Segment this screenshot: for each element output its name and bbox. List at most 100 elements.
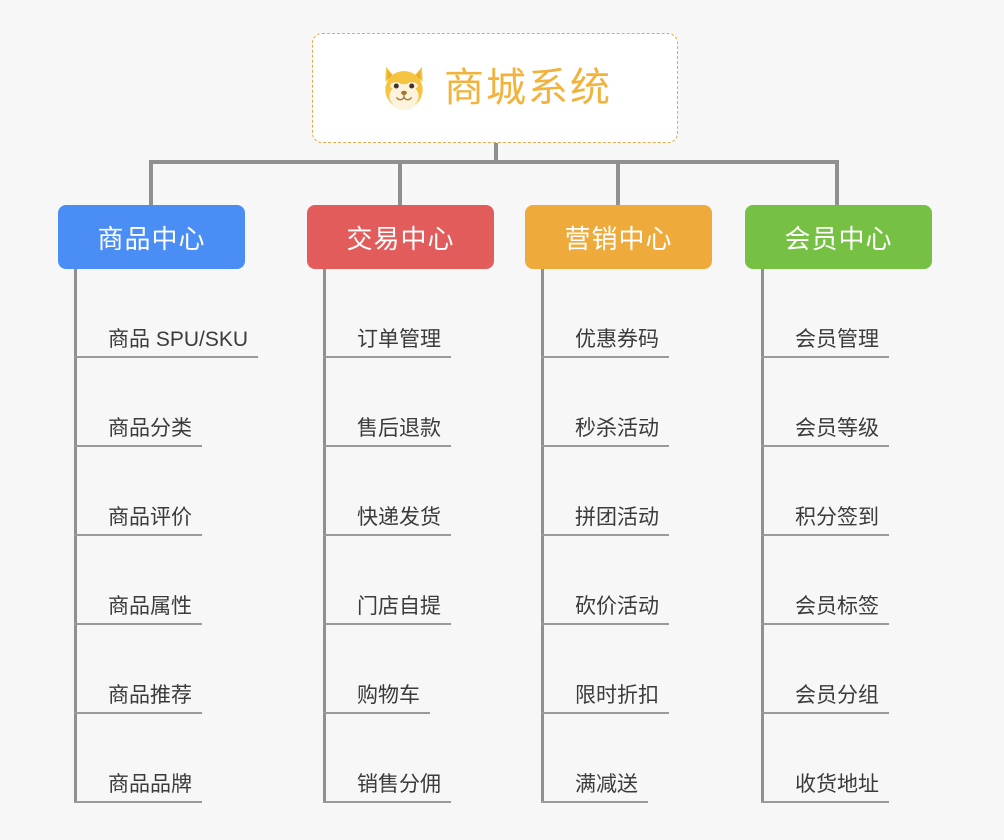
leaf-label: 销售分佣: [357, 773, 441, 796]
leaf-underline: [323, 445, 451, 447]
leaf-item[interactable]: 会员等级: [761, 358, 985, 447]
connector-horizontal-bus: [149, 160, 839, 164]
leaf-underline: [74, 356, 258, 358]
leaf-label: 秒杀活动: [575, 417, 659, 440]
leaf-underline: [541, 534, 669, 536]
leaf-item[interactable]: 满减送: [541, 714, 765, 803]
leaf-item[interactable]: 会员管理: [761, 269, 985, 358]
leaf-underline: [761, 445, 889, 447]
leaf-item[interactable]: 商品推荐: [74, 625, 318, 714]
leaf-item[interactable]: 商品品牌: [74, 714, 318, 803]
category-header-member[interactable]: 会员中心: [745, 205, 932, 269]
leaf-item[interactable]: 优惠券码: [541, 269, 765, 358]
leaf-rail: [323, 269, 326, 803]
leaf-item[interactable]: 快递发货: [323, 447, 547, 536]
category-label: 交易中心: [346, 223, 455, 254]
category-header-product[interactable]: 商品中心: [58, 205, 245, 269]
leaf-underline: [761, 534, 889, 536]
leaf-label: 收货地址: [795, 773, 879, 796]
leaf-label: 门店自提: [357, 595, 441, 618]
leaf-item[interactable]: 售后退款: [323, 358, 547, 447]
dog-face-icon: [378, 62, 430, 114]
leaf-item[interactable]: 商品属性: [74, 536, 318, 625]
connector-branch-1: [149, 160, 153, 206]
leaf-list-marketing: 优惠券码 秒杀活动 拼团活动 砍价活动 限时折扣 满减送: [541, 269, 765, 803]
connector-branch-3: [616, 160, 620, 206]
leaf-label: 售后退款: [357, 417, 441, 440]
leaf-underline: [74, 445, 202, 447]
leaf-rail: [541, 269, 544, 803]
leaf-item[interactable]: 商品评价: [74, 447, 318, 536]
leaf-item[interactable]: 会员分组: [761, 625, 985, 714]
leaf-label: 商品推荐: [108, 684, 192, 707]
branch-column-product: 商品中心 商品 SPU/SKU 商品分类 商品评价 商品属性 商品推荐: [58, 205, 318, 803]
leaf-label: 订单管理: [357, 328, 441, 351]
leaf-rail: [74, 269, 77, 803]
leaf-item[interactable]: 拼团活动: [541, 447, 765, 536]
leaf-underline: [761, 801, 889, 803]
leaf-underline: [74, 534, 202, 536]
leaf-list-product: 商品 SPU/SKU 商品分类 商品评价 商品属性 商品推荐 商品品牌: [74, 269, 318, 803]
leaf-underline: [541, 356, 669, 358]
leaf-underline: [323, 712, 430, 714]
root-node[interactable]: 商城系统: [312, 33, 678, 143]
leaf-rail: [761, 269, 764, 803]
leaf-label: 会员标签: [795, 595, 879, 618]
leaf-label: 限时折扣: [575, 684, 659, 707]
leaf-item[interactable]: 秒杀活动: [541, 358, 765, 447]
leaf-underline: [74, 623, 202, 625]
leaf-item[interactable]: 商品分类: [74, 358, 318, 447]
leaf-underline: [541, 712, 669, 714]
category-label: 会员中心: [784, 223, 893, 254]
leaf-underline: [761, 712, 889, 714]
branch-column-member: 会员中心 会员管理 会员等级 积分签到 会员标签 会员分组: [745, 205, 985, 803]
leaf-label: 商品属性: [108, 595, 192, 618]
leaf-underline: [541, 801, 648, 803]
category-label: 营销中心: [564, 223, 673, 254]
connector-root-stem: [494, 143, 498, 164]
leaf-underline: [541, 445, 669, 447]
leaf-item[interactable]: 门店自提: [323, 536, 547, 625]
leaf-item[interactable]: 收货地址: [761, 714, 985, 803]
leaf-list-trade: 订单管理 售后退款 快递发货 门店自提 购物车 销售分佣: [323, 269, 547, 803]
leaf-list-member: 会员管理 会员等级 积分签到 会员标签 会员分组 收货地址: [761, 269, 985, 803]
leaf-item[interactable]: 销售分佣: [323, 714, 547, 803]
leaf-item[interactable]: 会员标签: [761, 536, 985, 625]
leaf-item[interactable]: 购物车: [323, 625, 547, 714]
branch-column-marketing: 营销中心 优惠券码 秒杀活动 拼团活动 砍价活动 限时折扣: [525, 205, 765, 803]
leaf-underline: [761, 356, 889, 358]
leaf-underline: [323, 534, 451, 536]
leaf-item[interactable]: 砍价活动: [541, 536, 765, 625]
leaf-label: 会员管理: [795, 328, 879, 351]
leaf-underline: [323, 356, 451, 358]
leaf-underline: [74, 801, 202, 803]
leaf-label: 商品品牌: [108, 773, 192, 796]
leaf-label: 砍价活动: [575, 595, 659, 618]
leaf-underline: [761, 623, 889, 625]
leaf-item[interactable]: 限时折扣: [541, 625, 765, 714]
connector-branch-4: [835, 160, 839, 206]
leaf-label: 商品 SPU/SKU: [108, 328, 249, 351]
leaf-item[interactable]: 订单管理: [323, 269, 547, 358]
leaf-label: 商品评价: [108, 506, 192, 529]
leaf-label: 满减送: [575, 773, 638, 796]
leaf-item[interactable]: 商品 SPU/SKU: [74, 269, 318, 358]
leaf-label: 优惠券码: [575, 328, 659, 351]
leaf-label: 拼团活动: [575, 506, 659, 529]
leaf-label: 购物车: [357, 684, 420, 707]
category-header-trade[interactable]: 交易中心: [307, 205, 494, 269]
leaf-label: 商品分类: [108, 417, 192, 440]
leaf-label: 积分签到: [795, 506, 879, 529]
leaf-label: 会员等级: [795, 417, 879, 440]
root-title: 商城系统: [444, 66, 612, 110]
category-header-marketing[interactable]: 营销中心: [525, 205, 712, 269]
leaf-item[interactable]: 积分签到: [761, 447, 985, 536]
leaf-underline: [323, 801, 451, 803]
connector-branch-2: [398, 160, 402, 206]
leaf-label: 会员分组: [795, 684, 879, 707]
branch-column-trade: 交易中心 订单管理 售后退款 快递发货 门店自提 购物车: [307, 205, 547, 803]
leaf-label: 快递发货: [357, 506, 441, 529]
leaf-underline: [74, 712, 202, 714]
leaf-underline: [323, 623, 451, 625]
